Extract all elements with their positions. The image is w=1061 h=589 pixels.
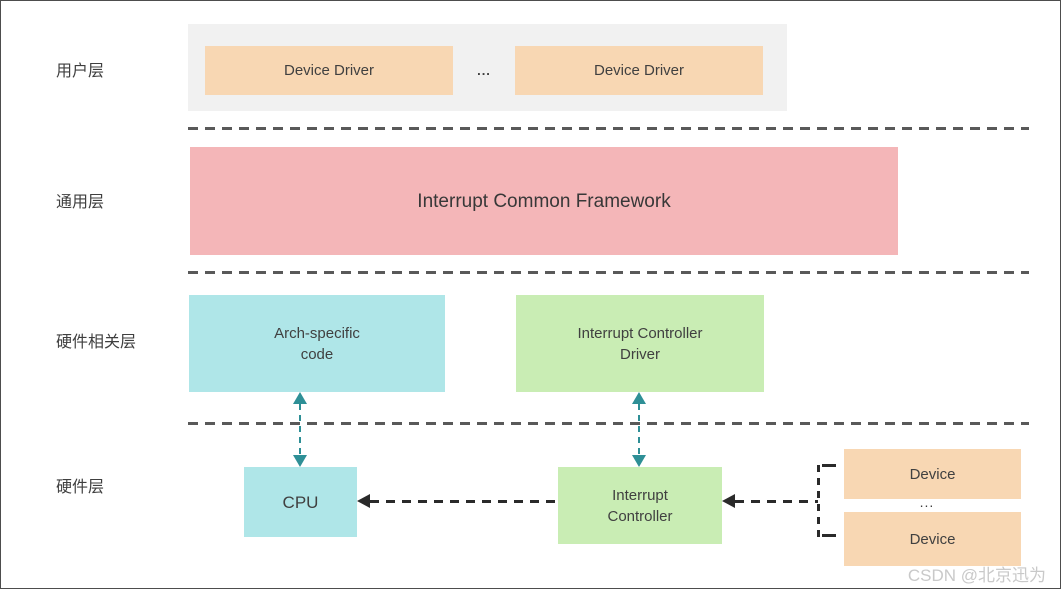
dashed-line	[735, 499, 818, 503]
arrow-ic-to-cpu	[357, 494, 558, 508]
dashed-line	[299, 404, 301, 455]
device-label: Device	[909, 530, 956, 548]
dashed-line	[370, 499, 558, 503]
device-driver-box-right: Device Driver	[515, 46, 763, 95]
device-driver-label: Device Driver	[593, 62, 684, 79]
separator-line-user-common	[188, 127, 1029, 130]
device-box-bottom: Device	[844, 512, 1021, 566]
device-label: Device	[909, 465, 956, 483]
interrupt-controller-driver-label: Interrupt Controller Driver	[577, 324, 703, 363]
device-bracket-stub-bottom	[822, 534, 836, 537]
arrowhead-left-icon	[357, 494, 370, 508]
arrowhead-left-icon	[722, 494, 735, 508]
interrupt-controller-label: Interrupt Controller	[607, 486, 673, 525]
separator-line-common-hwrelated	[188, 271, 1029, 274]
arrow-devices-to-ic	[722, 494, 818, 508]
separator-line-hwrelated-hw	[188, 422, 1029, 425]
cpu-box: CPU	[244, 467, 357, 537]
arrowhead-up-icon	[293, 392, 307, 404]
bidi-arrow-icdriver-ic	[632, 392, 646, 467]
layer-label-hardware: 硬件层	[56, 479, 105, 496]
csdn-watermark: CSDN @北京迅为	[907, 566, 1046, 585]
arrowhead-down-icon	[293, 455, 307, 467]
layer-label-common: 通用层	[56, 194, 105, 211]
device-driver-box-left: Device Driver	[205, 46, 453, 95]
arrowhead-up-icon	[632, 392, 646, 404]
dashed-line	[638, 404, 640, 455]
device-bracket-stub-top	[822, 464, 836, 467]
device-driver-label: Device Driver	[283, 62, 374, 79]
device-box-top: Device	[844, 449, 1021, 499]
device-bracket-line	[817, 465, 820, 537]
arch-specific-code-label: Arch-specific code	[274, 324, 360, 363]
ellipsis-user-layer: ...	[477, 63, 491, 78]
interrupt-controller-driver-box: Interrupt Controller Driver	[516, 295, 764, 392]
cpu-label: CPU	[282, 492, 319, 512]
arch-specific-code-box: Arch-specific code	[189, 295, 445, 392]
framework-label: Interrupt Common Framework	[417, 190, 671, 212]
arrowhead-down-icon	[632, 455, 646, 467]
interrupt-controller-box: Interrupt Controller	[558, 467, 722, 544]
layer-label-hw-related: 硬件相关层	[56, 334, 137, 351]
bidi-arrow-arch-cpu	[293, 392, 307, 467]
interrupt-common-framework-box: Interrupt Common Framework	[190, 147, 898, 255]
layer-label-user: 用户层	[56, 63, 105, 80]
ellipsis-devices: ...	[919, 494, 935, 510]
